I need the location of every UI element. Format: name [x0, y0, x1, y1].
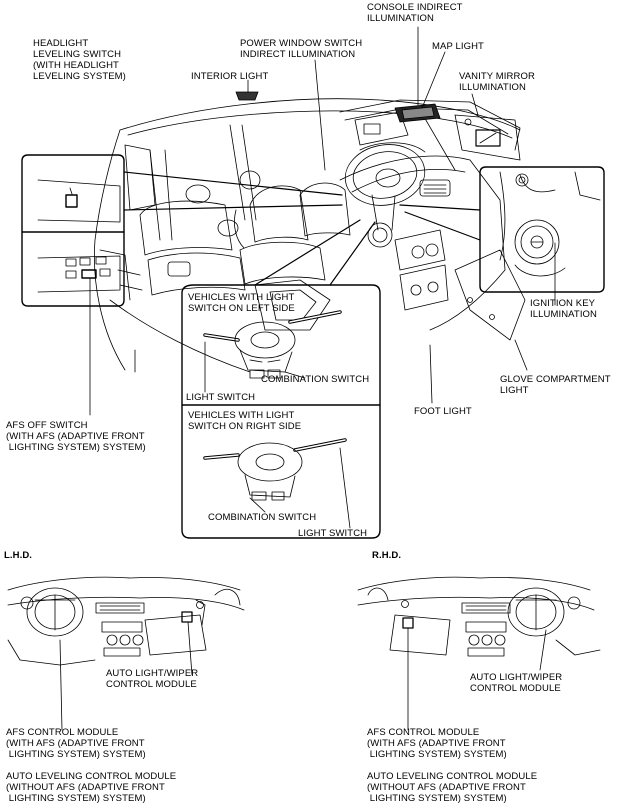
auto-light-wiper-right-label: AUTO LIGHT/WIPER CONTROL MODULE [470, 672, 563, 694]
vehicles-light-switch-left-label: VEHICLES WITH LIGHT SWITCH ON LEFT SIDE [188, 292, 295, 314]
vehicles-light-switch-right-label: VEHICLES WITH LIGHT SWITCH ON RIGHT SIDE [188, 410, 302, 432]
map-light-label: MAP LIGHT [432, 41, 484, 52]
auto-leveling-module-right-label: AUTO LEVELING CONTROL MODULE (WITHOUT AF… [367, 771, 538, 804]
ignition-inset [399, 166, 605, 293]
afs-control-module-right-label: AFS CONTROL MODULE (WITH AFS (ADAPTIVE F… [367, 727, 507, 760]
switch-inset-left [21, 154, 343, 416]
auto-leveling-module-left-label: AUTO LEVELING CONTROL MODULE (WITHOUT AF… [6, 771, 177, 804]
glove-compartment-light-label: GLOVE COMPARTMENT LIGHT [500, 374, 611, 396]
lhd-dashboard-illustration [7, 576, 245, 731]
interior-light-label: INTERIOR LIGHT [191, 71, 269, 82]
rhd-heading: R.H.D. [372, 550, 402, 561]
vehicle-interior-illustration [94, 26, 556, 404]
afs-control-module-left-label: AFS CONTROL MODULE (WITH AFS (ADAPTIVE F… [6, 727, 146, 760]
rhd-dashboard-illustration [357, 576, 601, 731]
light-switch-left-label: LIGHT SWITCH [186, 392, 256, 403]
afs-off-switch-label: AFS OFF SWITCH (WITH AFS (ADAPTIVE FRONT… [6, 420, 146, 453]
combination-switch-inset [181, 219, 381, 539]
foot-light-label: FOOT LIGHT [414, 406, 472, 417]
combination-switch-left-label: COMBINATION SWITCH [261, 374, 370, 385]
console-indirect-illumination-label: CONSOLE INDIRECT ILLUMINATION [367, 2, 463, 24]
ignition-key-illumination-label: IGNITION KEY ILLUMINATION [530, 298, 598, 320]
auto-light-wiper-left-label: AUTO LIGHT/WIPER CONTROL MODULE [106, 668, 199, 690]
headlight-leveling-switch-label: HEADLIGHT LEVELING SWITCH (WITH HEADLIGH… [33, 38, 126, 82]
lhd-heading: L.H.D. [4, 550, 33, 561]
vanity-mirror-illumination-label: VANITY MIRROR ILLUMINATION [459, 71, 535, 93]
combination-switch-right-label: COMBINATION SWITCH [208, 512, 317, 523]
power-window-switch-label: POWER WINDOW SWITCH INDIRECT ILLUMINATIO… [240, 38, 363, 60]
light-switch-right-label: LIGHT SWITCH [298, 528, 368, 539]
